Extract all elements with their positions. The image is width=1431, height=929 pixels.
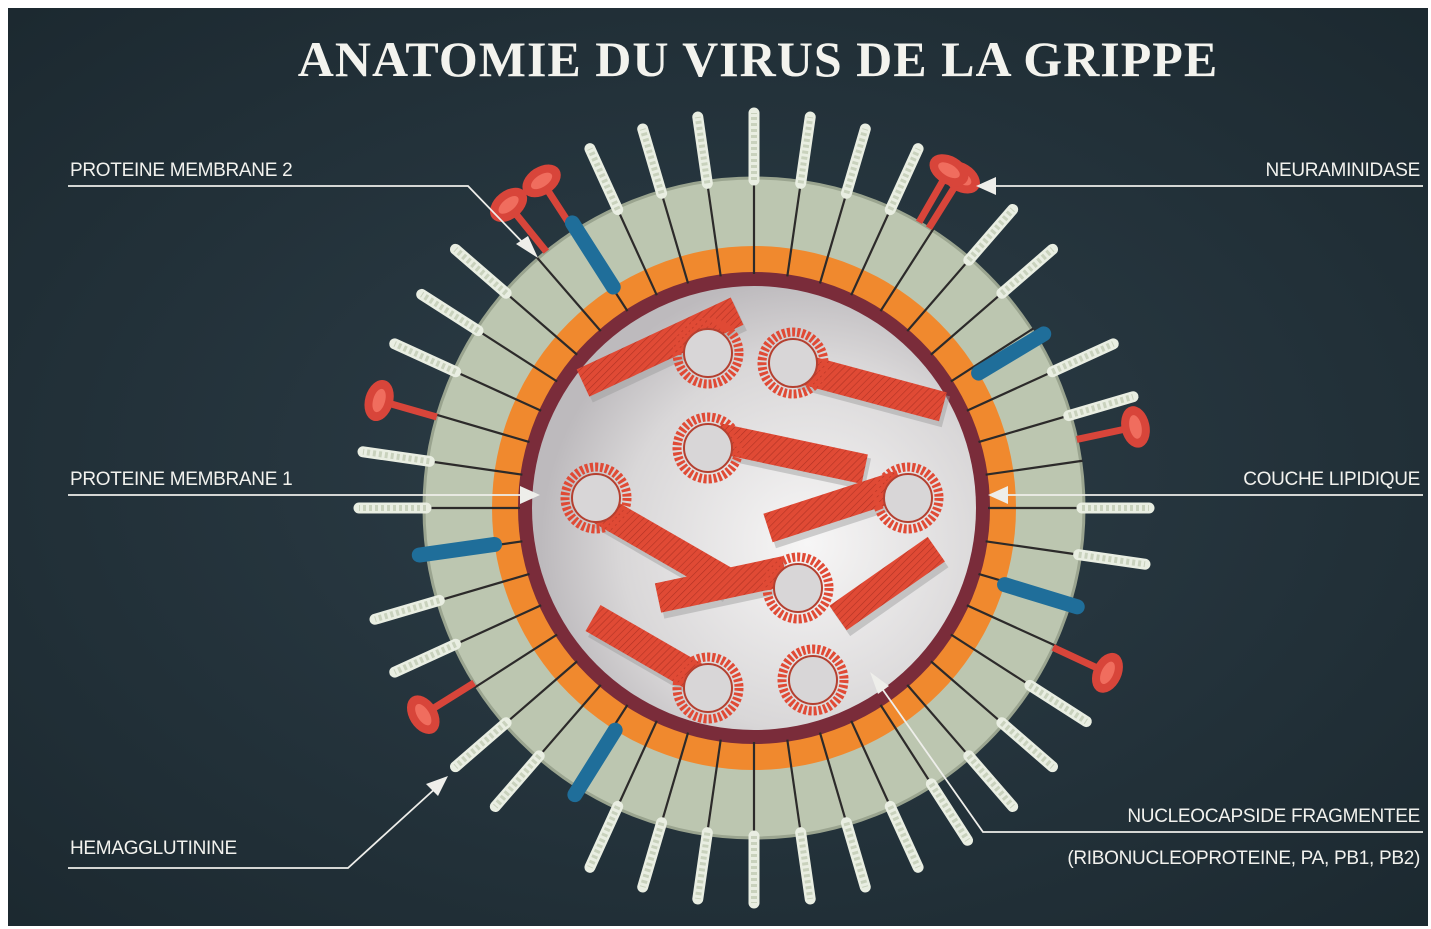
- diagram-frame: ANATOMIE DU VIRUS DE LA GRIPPE PROTEINE …: [8, 8, 1428, 926]
- ribonucleoprotein-ring-inner: [774, 564, 822, 612]
- ribonucleoprotein-ring-inner: [684, 329, 732, 377]
- ribonucleoprotein-ring-inner: [789, 656, 837, 704]
- label-proteine-membrane-1: PROTEINE MEMBRANE 1: [70, 469, 292, 490]
- ribonucleoprotein-ring-inner: [684, 424, 732, 472]
- ribonucleoprotein-ring-inner: [884, 474, 932, 522]
- label-couche-lipidique: COUCHE LIPIDIQUE: [1243, 469, 1420, 490]
- label-proteine-membrane-2: PROTEINE MEMBRANE 2: [70, 160, 292, 181]
- ribonucleoprotein-ring-inner: [684, 664, 732, 712]
- label-hemagglutinine: HEMAGGLUTININE: [70, 838, 237, 859]
- virus-diagram: ANATOMIE DU VIRUS DE LA GRIPPE PROTEINE …: [8, 8, 1428, 926]
- ribonucleoprotein-ring-inner: [572, 474, 620, 522]
- virus-body: [424, 178, 1084, 838]
- ribonucleoprotein-ring-inner: [769, 339, 817, 387]
- membrane-protein-2-icon: [419, 544, 494, 555]
- label-neuraminidase: NEURAMINIDASE: [1266, 160, 1420, 181]
- page-title: ANATOMIE DU VIRUS DE LA GRIPPE: [298, 31, 1218, 87]
- label-nucleocapside-detail: (RIBONUCLEOPROTEINE, PA, PB1, PB2): [1067, 848, 1420, 869]
- label-nucleocapside-fragmentee: NUCLEOCAPSIDE FRAGMENTEE: [1127, 806, 1420, 827]
